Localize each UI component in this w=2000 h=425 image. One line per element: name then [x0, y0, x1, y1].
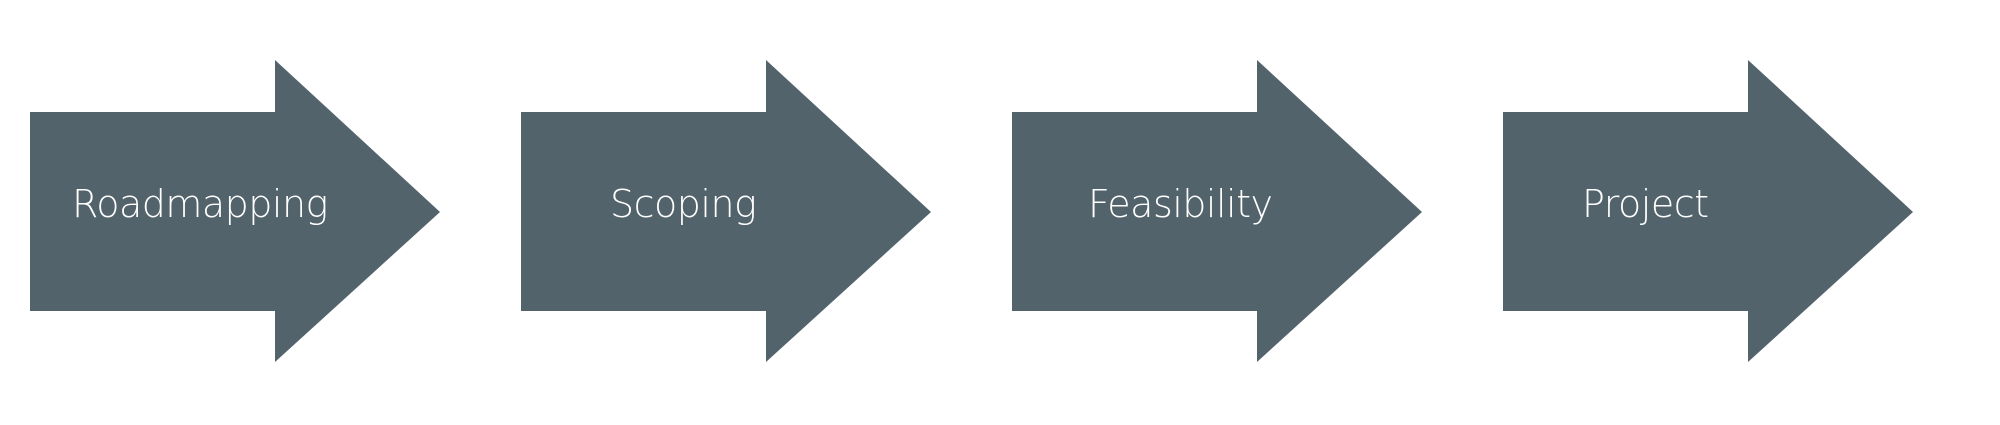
- arrow-step-4: [1503, 60, 1913, 362]
- arrow-step-2: [521, 60, 931, 362]
- step-label-scoping: Scoping: [610, 182, 757, 226]
- arrow-step-3: [1012, 60, 1422, 362]
- arrow-step-1: [30, 60, 440, 362]
- step-label-feasibility: Feasibility: [1088, 182, 1273, 226]
- step-label-project: Project: [1582, 182, 1709, 226]
- step-label-roadmapping: Roadmapping: [72, 182, 328, 226]
